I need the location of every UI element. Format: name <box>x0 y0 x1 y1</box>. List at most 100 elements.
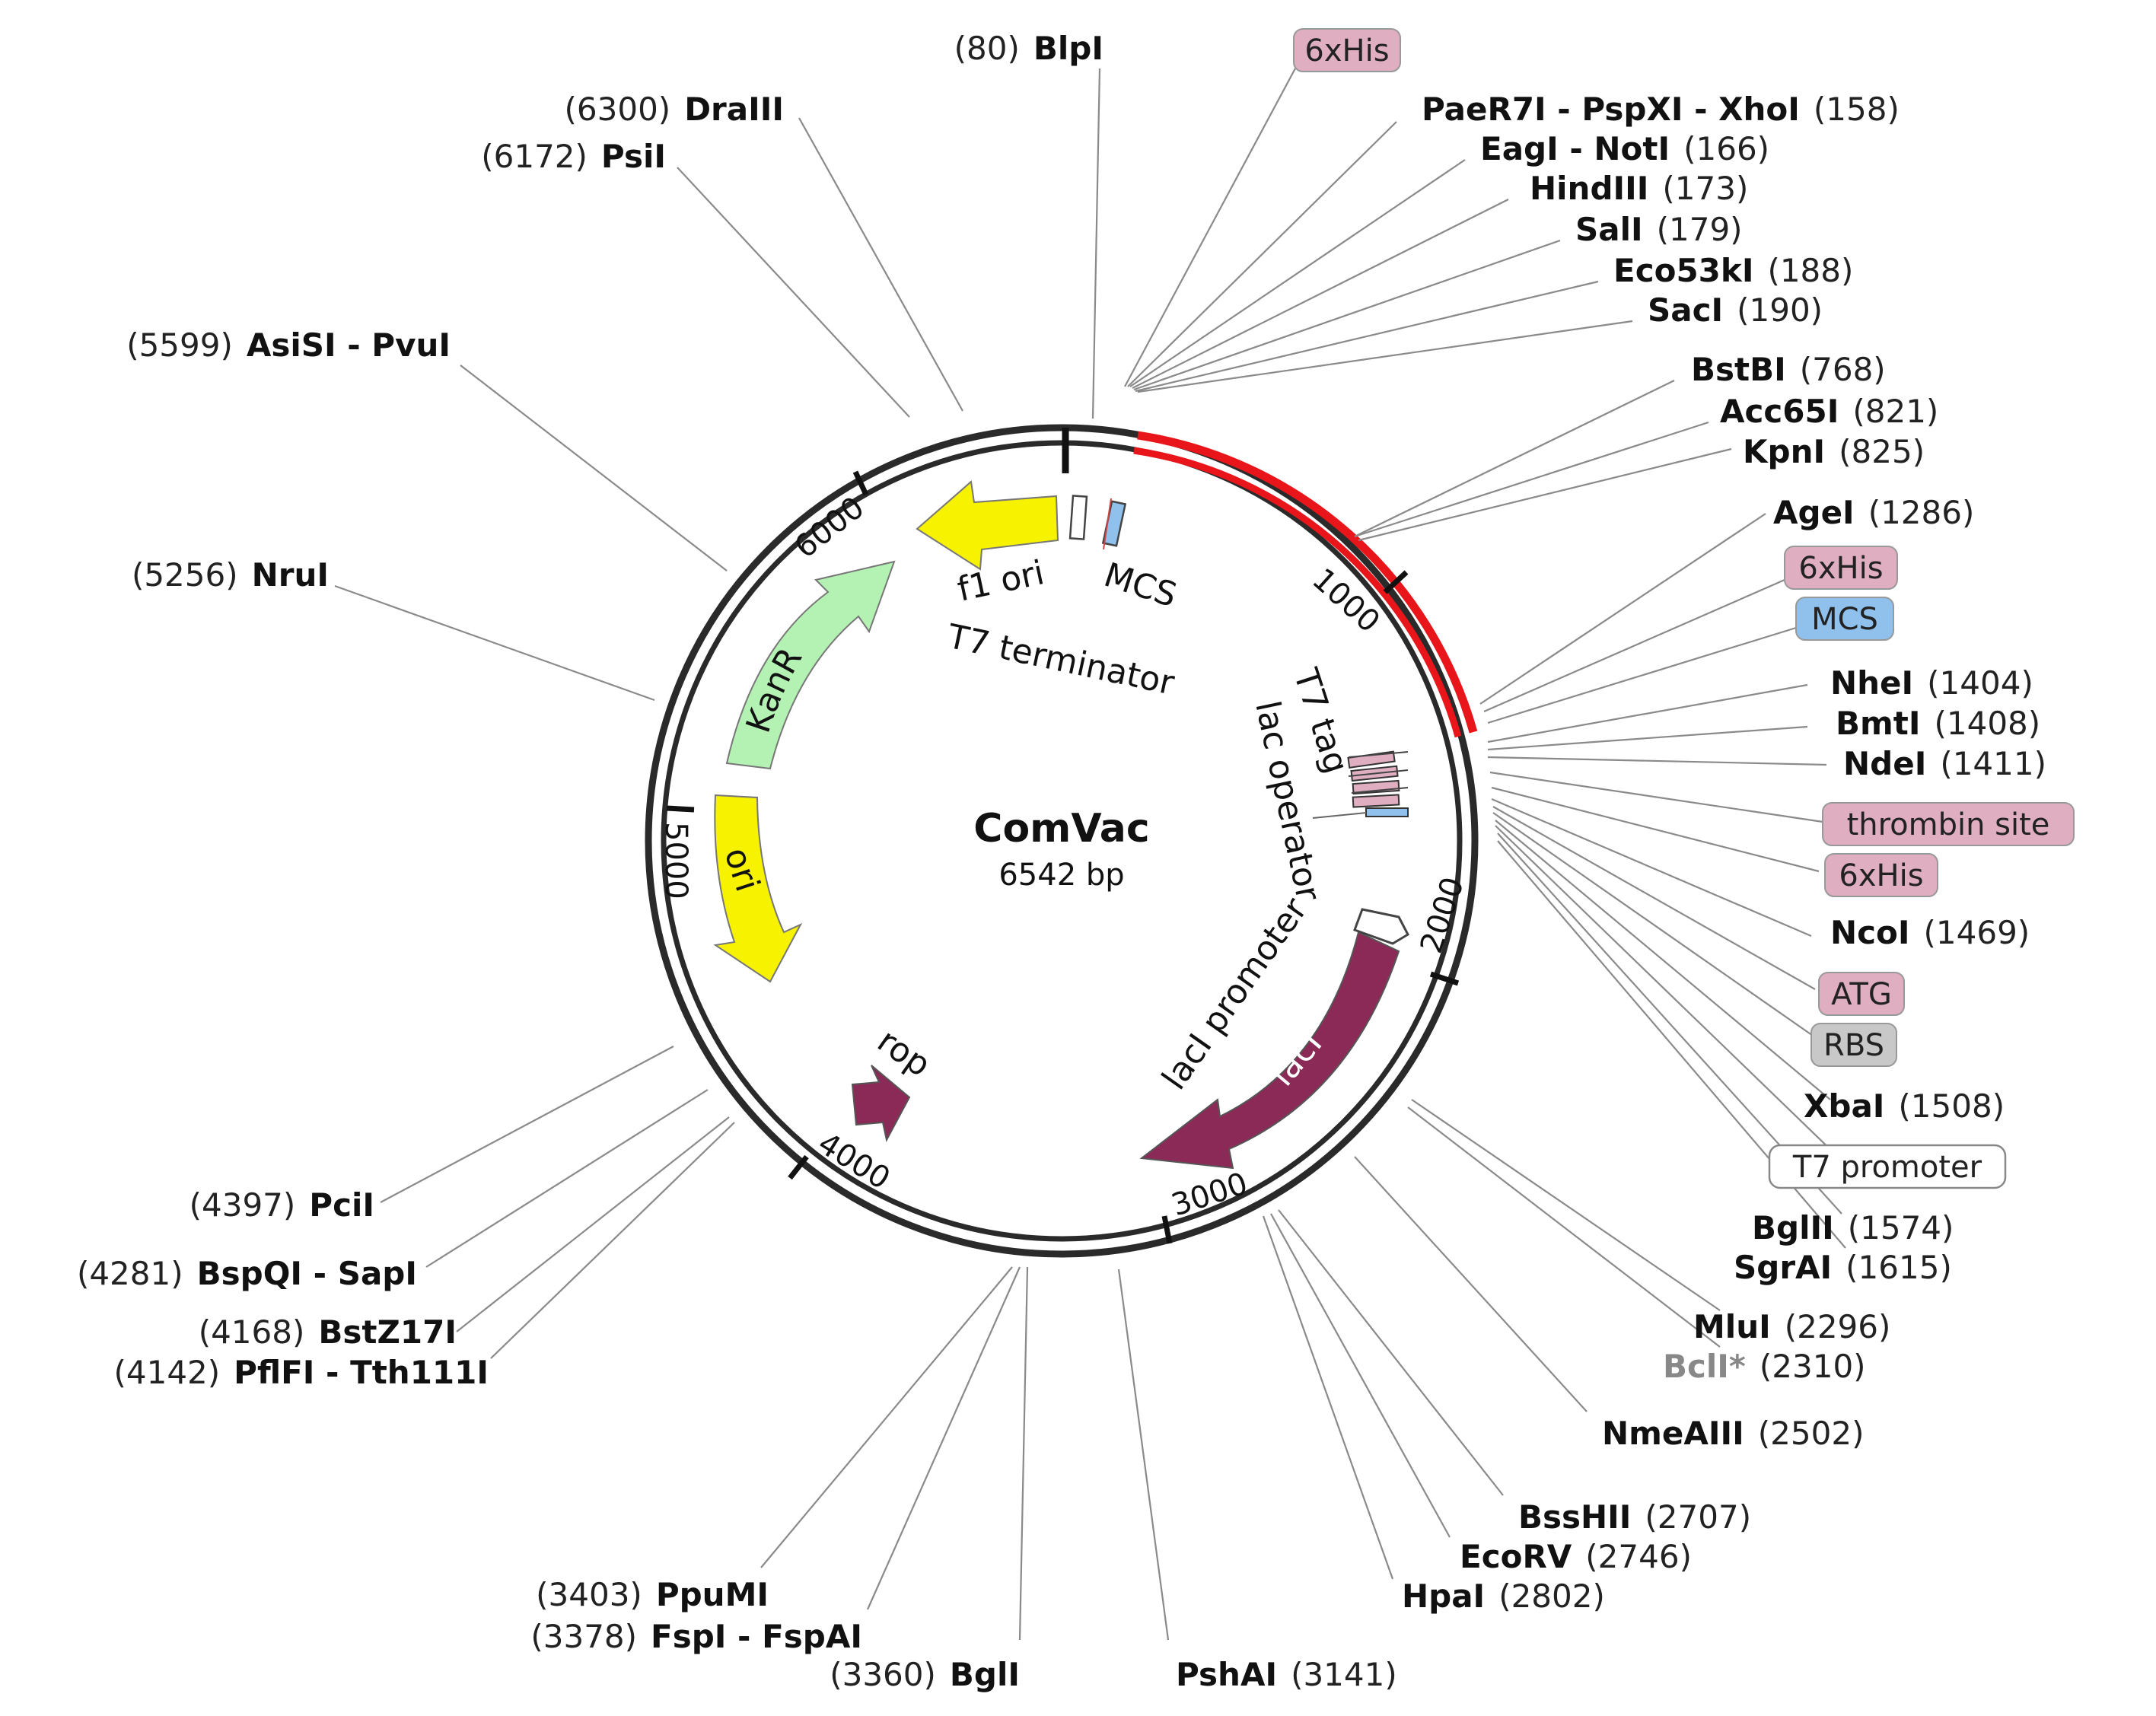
svg-text:BglII(1574): BglII (1574) <box>1752 1209 1954 1246</box>
plasmid-size: 6542 bp <box>998 858 1124 893</box>
svg-text:SacI(190): SacI(190) <box>1648 291 1823 329</box>
site-pos-psii: (6172) <box>481 138 588 175</box>
badge-rbs <box>1810 1023 1897 1067</box>
site-pos-ecorv: (2746) <box>1585 1538 1692 1575</box>
site-name-ecorv: EcoRV <box>1460 1538 1572 1575</box>
site-name-eco53ki: Eco53kI <box>1613 252 1753 289</box>
site-name-sali: SalI <box>1575 211 1643 248</box>
site-name-bglii: BglII <box>1752 1209 1834 1246</box>
svg-text:MluI(2296): MluI(2296) <box>1693 1308 1890 1345</box>
site-pos-hpai: (2802) <box>1498 1578 1605 1615</box>
mcs-label: MCS <box>1100 556 1182 615</box>
t7-terminator-label: T7 terminator <box>944 617 1179 703</box>
badge-6xhis-top-text: 6xHis <box>1304 33 1389 68</box>
svg-text:SgrAI(1615): SgrAI(1615) <box>1734 1249 1952 1286</box>
svg-text:HindIII(173): HindIII (173) <box>1530 170 1748 207</box>
site-name-pvui: AsiSI - PvuI <box>247 326 451 364</box>
site-pos-pshai: (3141) <box>1291 1656 1397 1693</box>
svg-text:KpnI(825): KpnI (825) <box>1743 433 1925 470</box>
site-pos-ndei: (1411) <box>1940 745 2046 782</box>
badge-6xhis-3 <box>1824 853 1938 897</box>
site-name-tth111i: PflFI - Tth111I <box>234 1354 489 1391</box>
svg-text:BmtI(1408): BmtI(1408) <box>1836 705 2040 742</box>
rop-feature <box>851 1065 911 1142</box>
site-pos-nmeaiii: (2502) <box>1758 1415 1865 1452</box>
site-name-mlui: MluI <box>1693 1308 1771 1345</box>
site-pos-tth111i: (4142) <box>113 1354 220 1391</box>
site-name-kpni: KpnI <box>1743 433 1825 470</box>
site-pos-blpi: (80) <box>954 30 1020 67</box>
site-name-hindiii: HindIII <box>1530 170 1648 207</box>
site-name-ppumi: PpuMI <box>656 1576 769 1613</box>
highlight-region-inner <box>1133 447 1462 738</box>
site-pos-saci: (190) <box>1737 291 1823 329</box>
site-name-ncoi: NcoI <box>1830 914 1910 951</box>
svg-text:EagI - NotI(166): EagI - NotI (166) <box>1480 130 1769 167</box>
badge-atg-text: ATG <box>1831 977 1892 1012</box>
site-name-bstz17i: BstZ17I <box>318 1313 457 1351</box>
site-pos-bgli: (3360) <box>830 1656 936 1693</box>
site-name-psshii: BssHII <box>1518 1498 1631 1536</box>
site-pos-noti: (166) <box>1683 130 1769 167</box>
f1-ori-feature <box>916 480 1059 571</box>
site-name-bcli: BclI* <box>1663 1348 1746 1385</box>
backbone-outer-ring <box>645 424 1479 1258</box>
site-name-bgli: BglI <box>950 1656 1020 1693</box>
mcs-lines-top <box>1103 498 1112 550</box>
site-pos-bglii: (1574) <box>1848 1209 1954 1246</box>
tick-mark-5000 <box>666 805 695 813</box>
right-feature-cluster <box>1312 750 1409 819</box>
site-name-agei: AgeI <box>1773 494 1855 531</box>
backbone-inner-ring <box>661 440 1463 1242</box>
site-pos-xbai: (1508) <box>1898 1087 2005 1125</box>
svg-text:EcoRV(2746): EcoRV (2746) <box>1460 1538 1692 1575</box>
site-pos-nrui: (5256) <box>132 556 238 594</box>
site-name-nrui: NruI <box>252 556 329 594</box>
badge-mcs-2-text: MCS <box>1811 602 1878 637</box>
svg-text:NdeI(1411): NdeI (1411) <box>1843 745 2046 782</box>
tick-label-4000: 4000 <box>812 1125 896 1196</box>
leader-lines <box>334 56 1846 1641</box>
badge-rbs-text: RBS <box>1823 1028 1884 1063</box>
tick-mark-4000 <box>788 1154 809 1180</box>
site-name-pshai: PshAI <box>1176 1656 1277 1693</box>
site-name-nhei: NheI <box>1830 664 1913 702</box>
site-pos-ncoi: (1469) <box>1924 914 2030 951</box>
site-pos-sapi: (4281) <box>77 1255 183 1292</box>
badge-atg <box>1818 972 1905 1016</box>
site-name-bstbi: BstBI <box>1691 351 1786 388</box>
site-name-acc65i: Acc65I <box>1720 393 1839 430</box>
svg-text:(80)BlpI: (80) BlpI <box>954 30 1103 67</box>
site-pos-pvui: (5599) <box>126 326 233 364</box>
svg-text:(5599)AsiSI - PvuI: (5599) AsiSI - PvuI <box>126 326 451 364</box>
site-pos-kpni: (825) <box>1839 433 1925 470</box>
site-name-bmti: BmtI <box>1836 705 1920 742</box>
svg-text:BclI*(2310): BclI* (2310) <box>1663 1348 1866 1385</box>
svg-text:(3360)BglI: (3360) BglI <box>830 1656 1020 1693</box>
site-name-noti: EagI - NotI <box>1480 130 1670 167</box>
site-name-draiii: DraIII <box>684 91 784 128</box>
site-name-ndei: NdeI <box>1843 745 1926 782</box>
site-pos-bcli: (2310) <box>1760 1348 1866 1385</box>
site-name-pcii: PciI <box>309 1186 374 1224</box>
site-name-hpai: HpaI <box>1402 1578 1485 1615</box>
svg-text:(6172)PsiI: (6172)PsiI <box>481 138 666 175</box>
svg-text:HpaI(2802): HpaI (2802) <box>1402 1578 1605 1615</box>
kanr-feature <box>725 560 896 770</box>
svg-text:BssHII(2707): BssHII(2707) <box>1518 1498 1751 1536</box>
svg-text:(4397)PciI: (4397)PciI <box>189 1186 374 1224</box>
svg-text:Acc65I(821): Acc65I(821) <box>1720 393 1938 430</box>
site-pos-draiii: (6300) <box>565 91 671 128</box>
site-pos-bstbi: (768) <box>1800 351 1886 388</box>
tick-mark-2000 <box>1429 971 1460 986</box>
svg-text:PshAI(3141): PshAI (3141) <box>1176 1656 1397 1693</box>
site-name-blpi: BlpI <box>1033 30 1103 67</box>
badge-6xhis-top <box>1293 28 1401 72</box>
site-pos-agei: (1286) <box>1868 494 1975 531</box>
site-name-nmeaiii: NmeAIII <box>1602 1415 1744 1452</box>
svg-text:BstBI(768): BstBI (768) <box>1691 351 1886 388</box>
svg-text:PaeR7I - PspXI - XhoI(158): PaeR7I - PspXI - XhoI(158) <box>1422 91 1900 128</box>
badge-6xhis-2-text: 6xHis <box>1798 551 1883 586</box>
svg-text:SalI(179): SalI(179) <box>1575 211 1743 248</box>
site-pos-hindiii: (173) <box>1662 170 1748 207</box>
